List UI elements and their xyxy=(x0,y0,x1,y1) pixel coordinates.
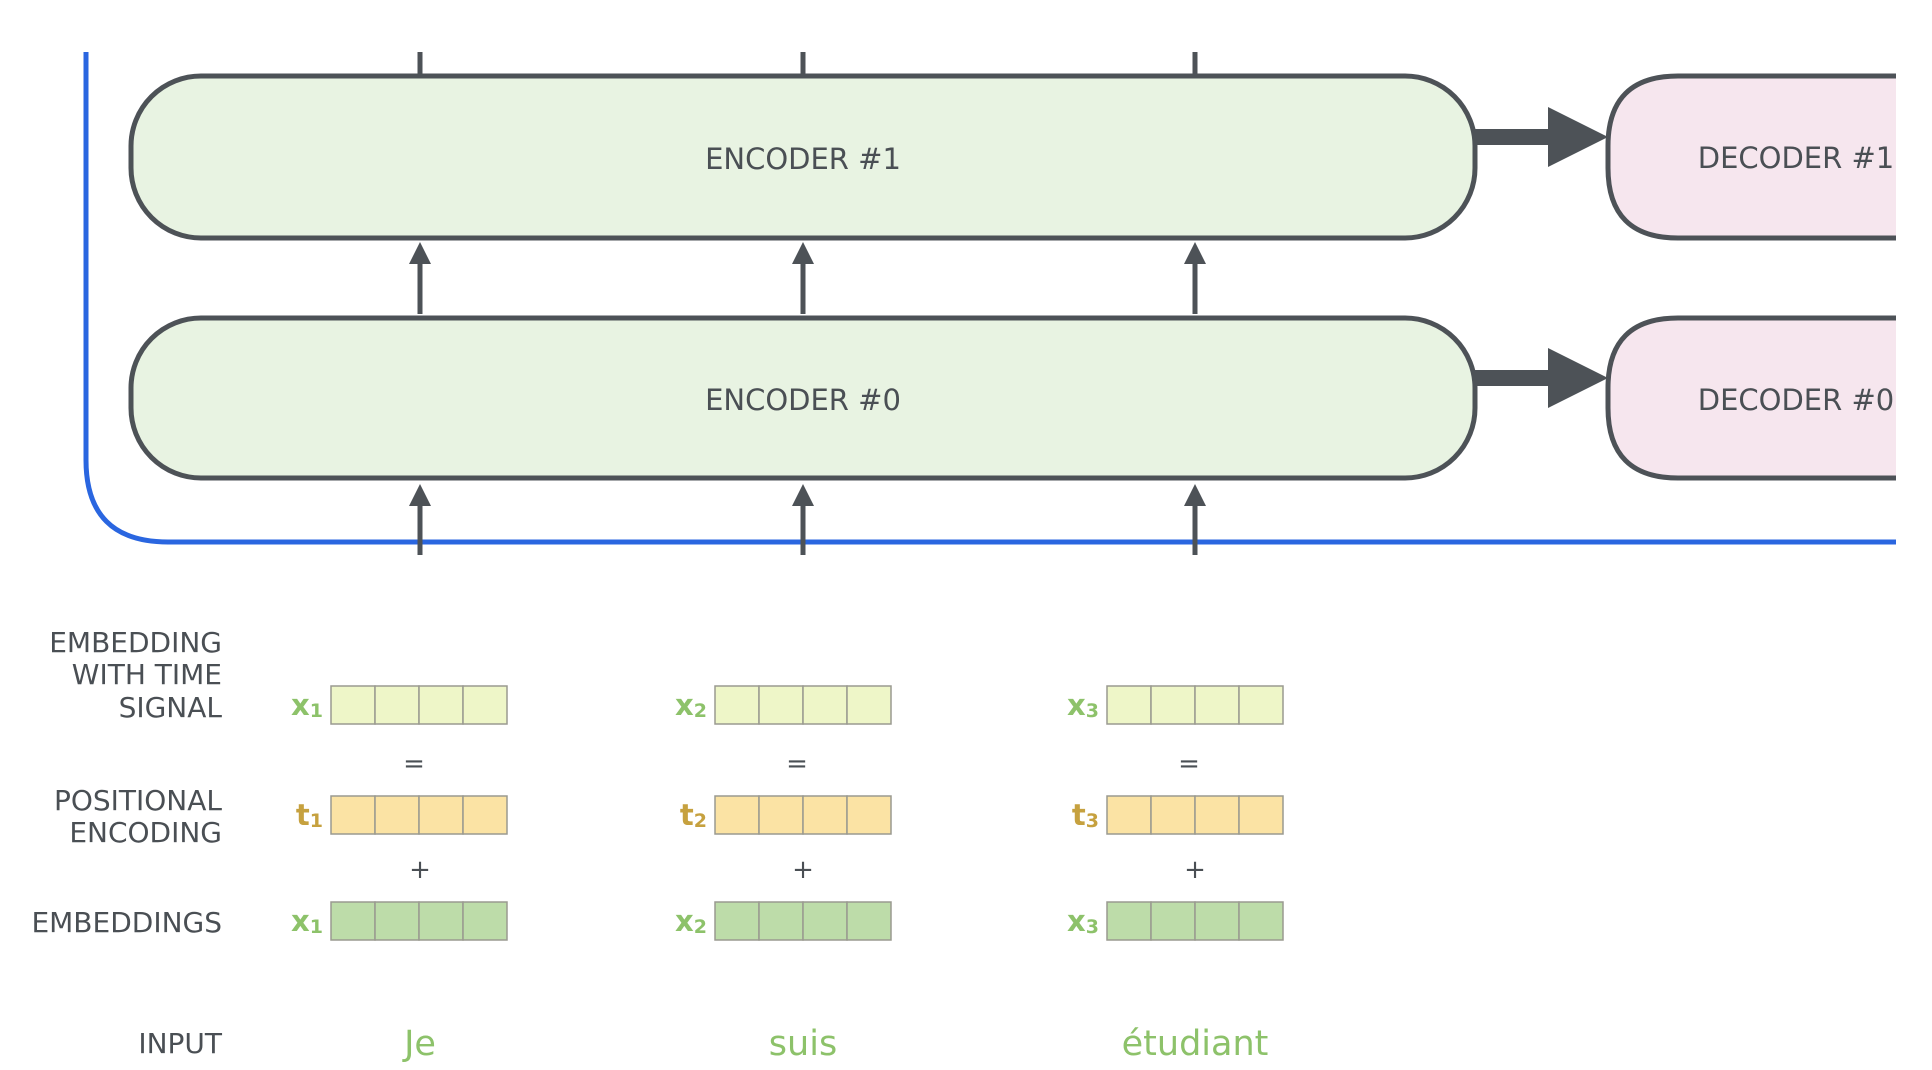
pos-vector-cell xyxy=(1238,795,1284,835)
emb-vector-subscript-1: 1 xyxy=(310,916,323,938)
pos-vector-cell xyxy=(714,795,760,835)
time-vector-subscript-3: 3 xyxy=(1086,700,1099,722)
emb-vector-cell xyxy=(374,901,420,941)
emb-vector-cell xyxy=(330,901,376,941)
decoder-1-label: DECODER #1 xyxy=(1698,141,1895,175)
pos-vector-cell xyxy=(374,795,420,835)
decoder-1: DECODER #1 xyxy=(1605,73,1896,241)
pos-vector-label-3: t3 xyxy=(1072,798,1099,832)
equals-sign-3: = xyxy=(1178,749,1200,779)
emb-vector-cell xyxy=(1238,901,1284,941)
pos-vector-subscript-1: 1 xyxy=(310,810,323,832)
input-word-2: suis xyxy=(769,1024,837,1064)
decoder-0: DECODER #0 xyxy=(1605,315,1896,481)
row-labels: EMBEDDING WITH TIME SIGNAL POSITIONAL EN… xyxy=(31,626,222,1060)
pos-vector-label-1: t1 xyxy=(296,798,323,832)
pos-vector-cell xyxy=(1194,795,1240,835)
time-vector-cell xyxy=(418,685,464,725)
encoder-1: ENCODER #1 xyxy=(128,73,1478,241)
emb-vector-label-3: x3 xyxy=(1067,904,1099,938)
token-column-2: x2 t2 x2 = + suis xyxy=(675,685,892,1064)
time-vector-cell xyxy=(1106,685,1152,725)
equals-sign-2: = xyxy=(786,749,808,779)
plus-sign-3: + xyxy=(1184,855,1206,885)
embeddings-label: EMBEDDINGS xyxy=(31,906,222,939)
pos-vector-label-2: t2 xyxy=(680,798,707,832)
decoder-0-box xyxy=(1605,315,1896,481)
equals-sign-1: = xyxy=(403,749,425,779)
time-vector-cell xyxy=(802,685,848,725)
plus-sign-2: + xyxy=(792,855,814,885)
time-vector-cell xyxy=(1194,685,1240,725)
pos-vector-cell xyxy=(1106,795,1152,835)
pos-vector-cell xyxy=(1150,795,1196,835)
pos-vector-cell xyxy=(846,795,892,835)
encoder-0: ENCODER #0 xyxy=(128,315,1478,481)
emb-vector-cell xyxy=(802,901,848,941)
time-vector-subscript-1: 1 xyxy=(310,700,323,722)
embedding-time-signal-label-line-1: EMBEDDING xyxy=(49,626,222,659)
positional-encoding-label-line-2: ENCODING xyxy=(69,816,222,849)
embedding-time-signal-label-line-2: WITH TIME xyxy=(72,658,222,691)
time-vector-cell xyxy=(330,685,376,725)
time-vector-subscript-2: 2 xyxy=(694,700,707,722)
emb-vector-cell xyxy=(1194,901,1240,941)
decoder-1-box xyxy=(1605,73,1896,241)
pos-vector-cell xyxy=(330,795,376,835)
time-vector-cell xyxy=(1150,685,1196,725)
emb-vector-cell xyxy=(714,901,760,941)
encoder-0-label: ENCODER #0 xyxy=(705,383,901,417)
emb-vector-subscript-2: 2 xyxy=(694,916,707,938)
time-vector-label-1: x1 xyxy=(291,688,323,722)
pos-vector-cell xyxy=(462,795,508,835)
encoder-1-output-stubs xyxy=(417,52,1198,76)
time-vector-cell xyxy=(846,685,892,725)
input-label: INPUT xyxy=(138,1027,223,1060)
positional-encoding-label-line-1: POSITIONAL xyxy=(54,784,222,817)
pos-vector-subscript-3: 3 xyxy=(1086,810,1099,832)
time-vector-cell xyxy=(374,685,420,725)
token-column-3: x3 t3 x3 = + étudiant xyxy=(1067,685,1284,1064)
encoder-1-box xyxy=(128,73,1478,241)
emb-vector-subscript-3: 3 xyxy=(1086,916,1099,938)
input-word-1: Je xyxy=(402,1024,436,1064)
time-vector-cell xyxy=(758,685,804,725)
encoder-0-to-encoder-1-arrows xyxy=(409,242,1206,314)
time-vector-cell xyxy=(462,685,508,725)
encoder-1-to-decoder-1-arrow xyxy=(1475,107,1608,167)
time-vector-label-2: x2 xyxy=(675,688,707,722)
emb-vector-cell xyxy=(846,901,892,941)
encoder-stack-bracket xyxy=(83,52,1896,545)
emb-vector-label-1: x1 xyxy=(291,904,323,938)
embedding-time-signal-label-line-3: SIGNAL xyxy=(119,691,223,724)
plus-sign-1: + xyxy=(409,855,431,885)
emb-vector-cell xyxy=(462,901,508,941)
emb-vector-cell xyxy=(418,901,464,941)
time-vector-cell xyxy=(714,685,760,725)
encoder-0-box xyxy=(128,315,1478,481)
emb-vector-cell xyxy=(1106,901,1152,941)
encoder-1-label: ENCODER #1 xyxy=(705,142,901,176)
emb-vector-cell xyxy=(758,901,804,941)
input-word-3: étudiant xyxy=(1122,1024,1269,1064)
time-vector-cell xyxy=(1238,685,1284,725)
pos-vector-cell xyxy=(758,795,804,835)
token-column-1: x1 t1 x1 = + Je xyxy=(291,685,508,1064)
pos-vector-cell xyxy=(418,795,464,835)
time-vector-label-3: x3 xyxy=(1067,688,1099,722)
pos-vector-cell xyxy=(802,795,848,835)
pos-vector-subscript-2: 2 xyxy=(694,810,707,832)
input-to-encoder-0-arrows xyxy=(409,484,1206,555)
emb-vector-label-2: x2 xyxy=(675,904,707,938)
encoder-0-to-decoder-0-arrow xyxy=(1475,348,1608,408)
decoder-0-label: DECODER #0 xyxy=(1698,383,1895,417)
emb-vector-cell xyxy=(1150,901,1196,941)
token-columns: x1 t1 x1 = + Je x2 t2 x2 = + suis x3 t3 x3 = + étudiant xyxy=(291,685,1284,1064)
